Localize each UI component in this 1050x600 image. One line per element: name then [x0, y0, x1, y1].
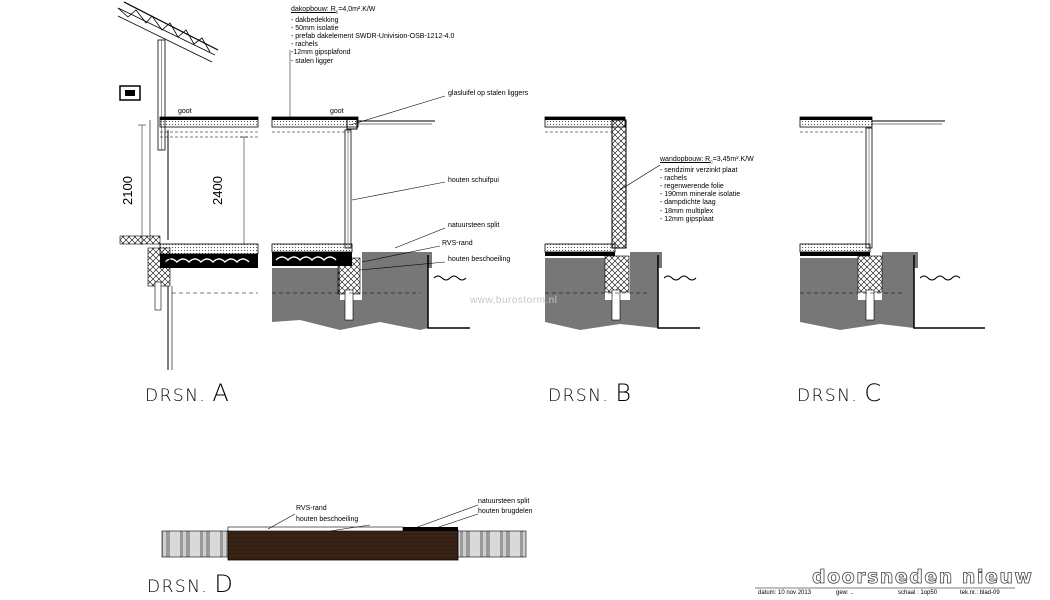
dimension-2400: 2400	[210, 176, 225, 205]
wall-buildup-value: =3,45m².K/W	[712, 156, 754, 163]
section-c	[799, 116, 985, 330]
wall-item: - 12mm gipsplaat	[660, 215, 714, 223]
roof-item: - rachels	[291, 41, 318, 49]
section-title-b: DRSN.B	[548, 379, 633, 407]
drawing-title: doorsneden nieuw	[812, 566, 1034, 589]
insulated-wall	[611, 119, 627, 249]
label-d-natuursteen-split: natuursteen split	[478, 498, 530, 505]
roof-item: -12mm gipsplafond	[291, 49, 351, 57]
bridge-deck	[227, 529, 459, 561]
watermark: www.burostorm.nl	[470, 295, 558, 306]
wall-item: - 18mm multiplex	[660, 207, 714, 215]
label-d-houten-brugdelen: houten brugdelen	[478, 508, 533, 515]
footer-teknr: tek.nr.: blad-09	[960, 590, 1000, 596]
label-schuifpui: houten schuifpui	[448, 177, 499, 184]
wall-item: - sendzimir verzinkt plaat	[660, 166, 738, 174]
wall-buildup-note: wandopbouw: Rc=3,45m².K/W - sendzimir ve…	[660, 156, 754, 224]
wall-item: - regenwerende folie	[660, 183, 724, 190]
roof-buildup-value: =4,0m².K/W	[338, 6, 376, 13]
section-a	[117, 1, 259, 370]
dimension-2100: 2100	[120, 176, 135, 205]
section-title-c: DRSN.C	[797, 379, 883, 407]
wall-item: - rachels	[660, 174, 687, 182]
section-title-a-letter: A	[212, 379, 231, 407]
section-d	[161, 504, 527, 561]
section-title-b-prefix: DRSN.	[548, 386, 610, 406]
footer-datum: datum: 10 nov 2013	[758, 590, 812, 596]
wall-buildup-heading: wandopbouw: R	[660, 156, 711, 163]
label-d-houten-beschoeiling: houten beschoeiling	[296, 516, 359, 523]
label-goot-a: goot	[178, 108, 192, 115]
section-title-c-letter: C	[864, 379, 883, 407]
label-houten-beschoeiling: houten beschoeiling	[448, 256, 511, 263]
label-rvs-rand: RVS-rand	[442, 240, 473, 247]
roof-item: - stalen ligger	[291, 57, 334, 65]
wall-item: - dampdichte laag	[660, 199, 716, 207]
roof-item: - dakbedekking	[291, 16, 339, 24]
wall-buildup-heading-sub: c	[710, 159, 713, 166]
roof-buildup-note: dakopbouw: Rc=4,0m².K/W - dakbedekking -…	[291, 6, 454, 66]
roof-buildup-heading-sub: c	[335, 9, 339, 16]
label-d-rvs-rand: RVS-rand	[296, 505, 327, 512]
footer-schaal: schaal : 1op50	[898, 590, 938, 596]
section-title-c-prefix: DRSN.	[797, 386, 859, 406]
section-title-b-letter: B	[615, 379, 633, 407]
roof-item: - 50mm isolatie	[291, 24, 339, 32]
section-a-terrace	[271, 50, 470, 330]
label-goot-b: goot	[330, 108, 344, 115]
label-glasluifel: glasluifel op stalen liggers	[448, 90, 529, 97]
label-natuursteen-split: natuursteen split	[448, 222, 500, 229]
section-title-d: DRSN.D	[147, 570, 234, 598]
roof-buildup-heading: dakopbouw: R	[291, 6, 336, 13]
section-b	[544, 116, 700, 330]
section-title-a-prefix: DRSN.	[145, 386, 207, 406]
section-title-d-prefix: DRSN.	[147, 577, 209, 597]
roof-item: - prefab dakelement SWDR-Univision-OSB-1…	[291, 33, 455, 40]
section-title-d-letter: D	[214, 570, 235, 598]
window-frame	[119, 85, 141, 101]
footer-getekend: gew: ..	[836, 590, 854, 596]
wall-item: - 190mm minerale isolatie	[660, 191, 741, 199]
section-title-a: DRSN.A	[145, 379, 230, 407]
roof-truss	[117, 1, 219, 63]
